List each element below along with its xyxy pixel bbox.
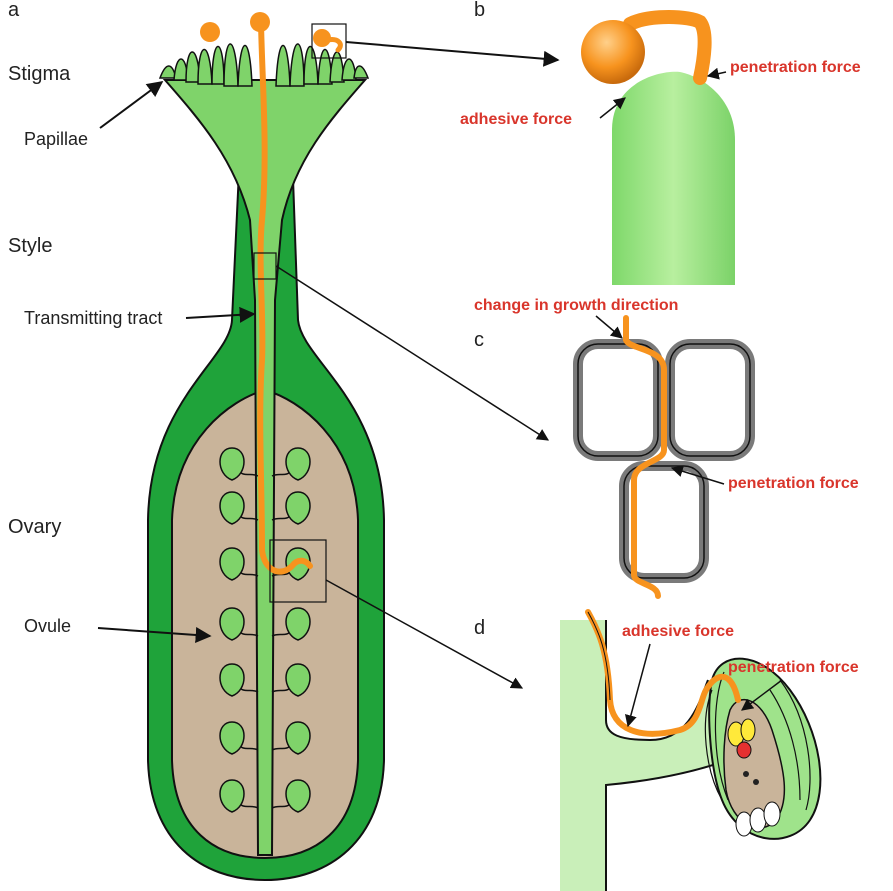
part-label-papillae: Papillae <box>24 129 88 149</box>
antipodal-cell <box>750 808 766 832</box>
arrow-papillae <box>100 82 162 128</box>
pollen-grain-closeup <box>581 20 645 84</box>
polar-nucleus <box>753 779 759 785</box>
part-label-ovule: Ovule <box>24 616 71 636</box>
force-label-penetration-c: penetration force <box>728 475 859 492</box>
antipodal-cell <box>764 802 780 826</box>
synergid-cell <box>741 719 755 741</box>
connector-arrow-b <box>346 42 558 60</box>
cell-top-left <box>578 344 658 456</box>
egg-cell <box>737 742 751 758</box>
panel-label-c: c <box>474 329 484 351</box>
arrow-penetration-b <box>708 72 726 76</box>
panel-d: d adhesive force penetration force <box>474 612 859 891</box>
pollen-grain <box>200 22 220 42</box>
papilla-closeup <box>612 72 735 285</box>
force-label-penetration-b: penetration force <box>730 59 861 76</box>
antipodal-cell <box>736 812 752 836</box>
arrow-change-direction <box>596 316 622 338</box>
force-label-adhesive-d: adhesive force <box>622 623 734 640</box>
panel-c: c change in growth direction penetration… <box>474 297 859 596</box>
region-label-ovary: Ovary <box>8 516 61 538</box>
part-label-transmitting-tract: Transmitting tract <box>24 308 162 328</box>
panel-label-b: b <box>474 0 485 21</box>
polar-nucleus <box>743 771 749 777</box>
region-label-style: Style <box>8 235 52 257</box>
force-label-penetration-d: penetration force <box>728 659 859 676</box>
force-label-change-direction: change in growth direction <box>474 297 678 314</box>
panel-label-d: d <box>474 617 485 639</box>
panel-label-a: a <box>8 0 20 21</box>
pistil <box>148 12 384 880</box>
pollen-grain <box>250 12 270 32</box>
cell-top-right <box>670 344 750 456</box>
region-label-stigma: Stigma <box>8 63 71 85</box>
arrow-adhesive-d <box>628 644 650 726</box>
force-label-adhesive-b: adhesive force <box>460 111 572 128</box>
panel-b: b penetration force adhesive force <box>460 0 861 285</box>
